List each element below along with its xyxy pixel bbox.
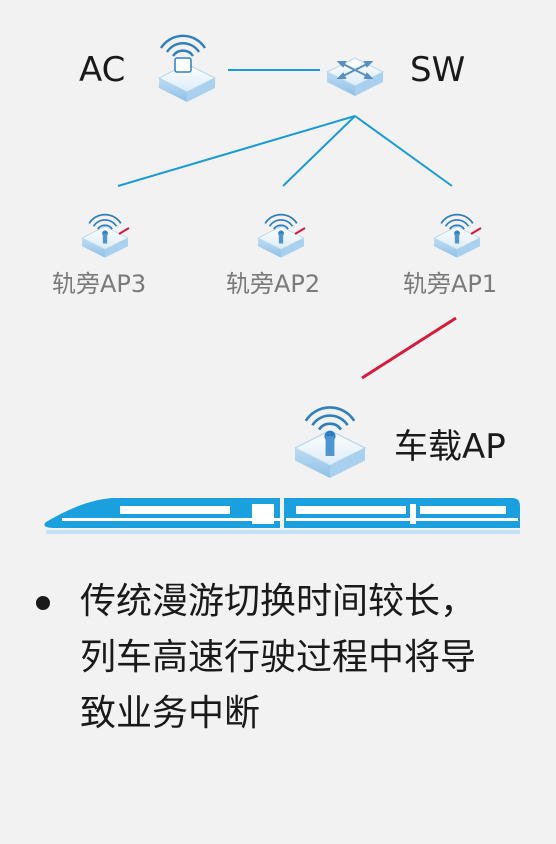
high-speed-train-icon [44,498,520,534]
bullet-line-2: 列车高速行驶过程中将导 [80,637,477,678]
bullet-dot-icon [36,596,50,610]
vehicle-access-point-icon [294,406,366,479]
wireless-controller-icon [158,34,216,103]
sw-ap1-link [354,115,453,187]
switch-icon [326,57,384,97]
bullet-line-1: 传统漫游切换时间较长， [80,581,477,622]
sw-label: SW [410,50,466,90]
sw-ap3-link [117,115,356,187]
access-point-icon-ap2 [258,215,305,258]
access-point-icon-ap1 [434,215,481,258]
ap1-vehicle-link [361,316,457,380]
bullet-line-3: 致业务中断 [80,693,261,734]
access-point-icon-ap3 [82,215,129,258]
ap1-label: 轨旁AP1 [403,270,498,298]
ap2-label: 轨旁AP2 [226,270,321,298]
sw-ap2-link [282,115,356,187]
ac-label: AC [79,50,126,90]
ap3-label: 轨旁AP3 [52,270,147,298]
vehicle-ap-label: 车载AP [394,427,506,467]
